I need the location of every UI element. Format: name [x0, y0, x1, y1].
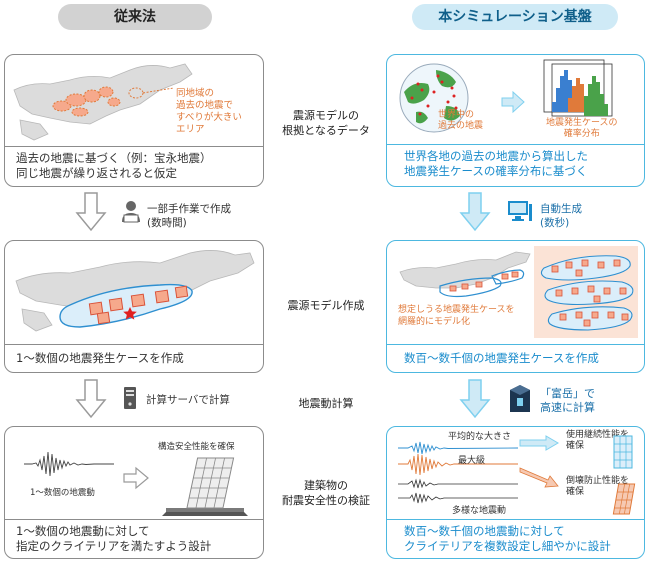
right-perf1-label: 使用継続性能を 確保	[566, 430, 629, 452]
left-panel1-caption: 過去の地震に基づく（例：宝永地震） 同じ地震が繰り返されると仮定	[16, 151, 212, 181]
right-building-icon-1	[613, 435, 633, 469]
right-panel2-caption: 数百～数千個の地震発生ケースを作成	[404, 351, 599, 365]
annotation-line: 同地域の	[176, 88, 215, 99]
right-wave-avg-label: 平均的な大きさ	[448, 432, 512, 442]
left-header: 従来法	[58, 4, 212, 30]
label-line: 世界中の	[438, 110, 475, 120]
note-line: 一部手作業で作成	[147, 203, 231, 215]
caption-line: クライテリアを複数設定し細やかに設計	[404, 539, 611, 553]
left-arrow2-note: 計算サーバで計算	[146, 394, 230, 406]
caption-line: 地震発生ケースの確率分布に基づく	[404, 164, 588, 178]
japan-map-fault-model	[15, 250, 255, 332]
caption-line: 過去の地震に基づく（例：宝永地震）	[16, 151, 212, 165]
right-globe-label: 世界中の 過去の地震	[438, 110, 483, 132]
right-flow-arrow	[501, 90, 525, 114]
left-panel2-caption: 1～数個の地震発生ケースを作成	[16, 351, 184, 365]
left-panel3-divider	[5, 519, 263, 520]
person-computer-icon	[122, 201, 140, 223]
right-map-small	[399, 251, 531, 298]
left-down-arrow-1	[75, 192, 107, 232]
server-icon	[124, 387, 136, 409]
right-arrow2-note: 「富岳」で 高速に計算	[540, 387, 595, 415]
label-line: 確率分布	[563, 129, 600, 139]
annotation-line: エリア	[176, 124, 205, 135]
right-wave-many-label: 多様な地震動	[452, 506, 507, 516]
note-line: 「富岳」で	[540, 387, 595, 400]
annotation-line: すべりが大きい	[176, 112, 242, 123]
probability-histograms	[543, 59, 613, 117]
caption-line: 世界各地の過去の地震から算出した	[404, 149, 588, 163]
left-down-arrow-2	[75, 379, 107, 419]
mid-line: 建築物の	[304, 479, 348, 492]
left-waveform	[24, 451, 114, 477]
right-down-arrow-2	[459, 379, 491, 419]
right-arrow-to-perf1	[519, 435, 559, 451]
middle-label-source-data: 震源モデルの 根拠となるデータ	[266, 108, 386, 138]
label-line: 使用継続性能を	[566, 430, 630, 440]
note-line: 自動生成	[540, 203, 582, 215]
note-line: (数秒)	[540, 217, 570, 229]
label-line: 過去の地震	[438, 121, 484, 131]
left-arrow1-note: 一部手作業で作成 (数時間)	[147, 202, 231, 230]
left-building-label: 構造安全性能を確保	[158, 442, 235, 452]
right-wave-max-label: 最大級	[458, 456, 486, 466]
right-panel1-divider	[387, 144, 644, 145]
annotation-line: 想定しうる地震発生ケースを	[398, 305, 515, 315]
left-panel1-divider	[5, 146, 263, 147]
annotation-line: 過去の地震で	[176, 100, 234, 111]
caption-line: 指定のクライテリアを満たすよう設計	[16, 539, 212, 553]
label-line: 倒壊防止性能を	[566, 476, 630, 486]
caption-line: 1～数個の地震動に対して	[16, 524, 150, 538]
note-line: (数時間)	[147, 217, 187, 229]
supercomputer-icon	[510, 385, 530, 412]
right-arrow1-note: 自動生成 (数秒)	[540, 202, 582, 230]
label-line: 確保	[566, 441, 585, 451]
note-line: 高速に計算	[540, 401, 595, 414]
left-panel2-divider	[5, 344, 263, 345]
left-panel1-annotation: 同地域の 過去の地震で すべりが大きい エリア	[176, 88, 242, 136]
right-header: 本シミュレーション基盤	[412, 4, 618, 30]
right-panel1-caption: 世界各地の過去の地震から算出した 地震発生ケースの確率分布に基づく	[404, 149, 588, 179]
annotation-line: 網羅的にモデル化	[398, 317, 471, 327]
right-panel3-divider	[387, 519, 644, 520]
label-line: 確保	[566, 487, 585, 497]
mid-line: 根拠となるデータ	[282, 124, 370, 137]
right-panel2-annotation: 想定しうる地震発生ケースを 網羅的にモデル化	[398, 304, 515, 328]
japan-map-historical	[13, 63, 193, 141]
right-building-icon-2	[612, 483, 636, 515]
mid-line: 震源モデルの	[293, 109, 359, 122]
right-down-arrow-1	[459, 192, 491, 232]
label-line: 地震発生ケースの	[546, 118, 618, 128]
globe-earthquakes	[399, 63, 469, 133]
right-map-zoom-cases	[540, 255, 634, 331]
right-panel3-caption: 数百～数千個の地震動に対して クライテリアを複数設定し細やかに設計	[404, 524, 611, 554]
right-panel2-divider	[387, 344, 644, 345]
left-waveform-label: 1～数個の地震動	[30, 488, 95, 498]
caption-line: 数百～数千個の地震動に対して	[404, 524, 565, 538]
mid-line: 耐震安全性の検証	[282, 494, 370, 507]
middle-label-verification: 建築物の 耐震安全性の検証	[266, 478, 386, 508]
left-process-arrow	[123, 466, 149, 490]
right-perf2-label: 倒壊防止性能を 確保	[566, 476, 629, 498]
right-arrow-to-perf2	[519, 467, 559, 488]
computer-icon	[508, 201, 532, 221]
right-waveforms	[398, 441, 519, 504]
left-panel3-caption: 1～数個の地震動に対して 指定のクライテリアを満たすよう設計	[16, 524, 211, 554]
right-hist-label: 地震発生ケースの 確率分布	[546, 118, 618, 140]
middle-label-model: 震源モデル作成	[287, 299, 365, 312]
caption-line: 同じ地震が繰り返されると仮定	[16, 166, 177, 180]
left-building-icon	[162, 457, 248, 516]
middle-label-ground-motion: 地震動計算	[298, 397, 354, 410]
